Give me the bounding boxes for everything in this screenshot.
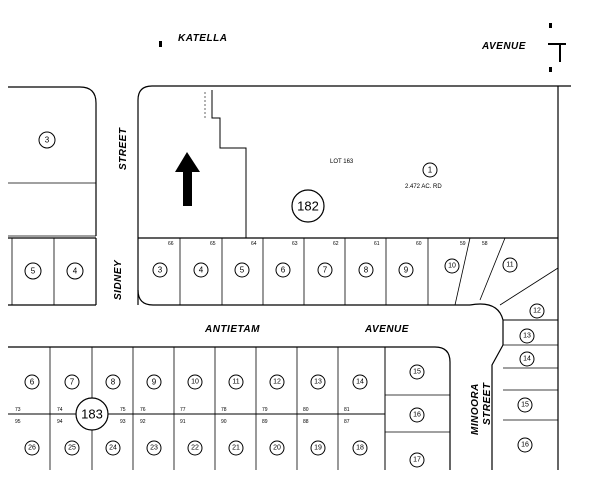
lot-south-22: 22 bbox=[191, 445, 199, 452]
lot-curve-15: 15 bbox=[521, 402, 529, 409]
big-lot-area: 2.472 AC. RD bbox=[405, 184, 442, 190]
label-80: 80 bbox=[303, 407, 309, 413]
lot-mid-3: 3 bbox=[158, 266, 163, 275]
lot-south-6: 6 bbox=[30, 378, 35, 387]
label-62: 62 bbox=[333, 241, 339, 247]
middle-row-lots: 3 4 5 6 7 8 9 10 11 bbox=[152, 257, 518, 278]
north-arrow-icon bbox=[175, 152, 200, 206]
label-93: 93 bbox=[120, 419, 126, 425]
south-bottom-row-lots: 26 25 24 23 22 21 20 19 18 bbox=[24, 440, 368, 456]
lot-mid-4: 4 bbox=[199, 266, 204, 275]
row-top-labels: 66 65 64 63 62 61 60 59 58 bbox=[168, 241, 488, 247]
street-street-right: STREET bbox=[482, 382, 493, 425]
label-61: 61 bbox=[374, 241, 380, 247]
lot-south-13: 13 bbox=[314, 379, 322, 386]
left-row: 5 4 bbox=[8, 237, 97, 306]
label-88: 88 bbox=[303, 419, 309, 425]
label-75: 75 bbox=[120, 407, 126, 413]
lot-south-11: 11 bbox=[232, 379, 239, 386]
lot-south-23: 23 bbox=[150, 445, 158, 452]
tract-183: 183 bbox=[81, 407, 103, 422]
lot-south-9: 9 bbox=[152, 378, 157, 387]
east-column-lots: 15 16 17 bbox=[409, 364, 425, 468]
lot-curve-16: 16 bbox=[521, 442, 529, 449]
big-lot-label: LOT 163 bbox=[330, 159, 354, 165]
lot-mid-8: 8 bbox=[364, 266, 369, 275]
street-antietam: ANTIETAM bbox=[204, 324, 260, 335]
lot-south-8: 8 bbox=[111, 378, 116, 387]
lot-upper-left-3: 3 bbox=[45, 136, 50, 145]
label-58: 58 bbox=[482, 241, 488, 247]
lot-mid-5: 5 bbox=[240, 266, 245, 275]
lot-south-19: 19 bbox=[314, 445, 322, 452]
label-76: 76 bbox=[140, 407, 146, 413]
big-lot-number: 1 bbox=[428, 166, 433, 175]
row-south-labels: 73 74 75 76 77 78 79 80 81 95 94 93 92 9… bbox=[15, 407, 350, 425]
lot-east-15: 15 bbox=[413, 369, 421, 376]
label-64: 64 bbox=[251, 241, 257, 247]
lot-mid-10: 10 bbox=[448, 263, 456, 270]
lot-south-25: 25 bbox=[68, 445, 76, 452]
lot-mid-7: 7 bbox=[323, 266, 328, 275]
south-block: 183 6 7 8 9 10 11 12 13 14 26 25 bbox=[8, 346, 451, 470]
label-60: 60 bbox=[416, 241, 422, 247]
lot-south-21: 21 bbox=[232, 445, 240, 452]
lot-curve-12: 12 bbox=[533, 308, 541, 315]
lot-south-7: 7 bbox=[70, 378, 75, 387]
lot-south-18: 18 bbox=[356, 445, 364, 452]
street-sidney: SIDNEY bbox=[113, 259, 124, 300]
label-92: 92 bbox=[140, 419, 146, 425]
label-79: 79 bbox=[262, 407, 268, 413]
label-77: 77 bbox=[180, 407, 186, 413]
street-street-left: STREET bbox=[118, 127, 129, 170]
right-curve: 12 13 14 15 16 bbox=[491, 303, 558, 470]
south-top-row-lots: 6 7 8 9 10 11 12 13 14 bbox=[24, 374, 368, 390]
label-90: 90 bbox=[221, 419, 227, 425]
label-91: 91 bbox=[180, 419, 186, 425]
label-74: 74 bbox=[57, 407, 63, 413]
lot-south-12: 12 bbox=[273, 379, 281, 386]
lot-curve-13: 13 bbox=[523, 333, 531, 340]
street-avenue-top: AVENUE bbox=[481, 41, 526, 52]
lot-south-24: 24 bbox=[109, 445, 117, 452]
lot-south-10: 10 bbox=[191, 379, 199, 386]
label-87: 87 bbox=[344, 419, 350, 425]
middle-row: 3 4 5 6 7 8 9 10 11 66 65 64 63 62 61 60 bbox=[137, 237, 559, 470]
tract-182: 182 bbox=[297, 199, 319, 214]
lot-east-17: 17 bbox=[413, 457, 421, 464]
lot-south-14: 14 bbox=[356, 379, 364, 386]
street-katella: KATELLA bbox=[178, 33, 227, 44]
lot-mid-6: 6 bbox=[281, 266, 286, 275]
north-block: 182 LOT 163 1 2.472 AC. RD bbox=[137, 85, 571, 305]
label-81: 81 bbox=[344, 407, 350, 413]
label-73: 73 bbox=[15, 407, 21, 413]
label-63: 63 bbox=[292, 241, 298, 247]
label-59: 59 bbox=[460, 241, 466, 247]
lot-east-16: 16 bbox=[413, 412, 421, 419]
label-65: 65 bbox=[210, 241, 216, 247]
label-78: 78 bbox=[221, 407, 227, 413]
street-avenue-mid: AVENUE bbox=[364, 324, 409, 335]
lot-south-26: 26 bbox=[28, 445, 36, 452]
lot-left-5: 5 bbox=[31, 267, 36, 276]
label-94: 94 bbox=[57, 419, 63, 425]
label-95: 95 bbox=[15, 419, 21, 425]
lot-mid-11: 11 bbox=[506, 262, 513, 269]
label-66: 66 bbox=[168, 241, 174, 247]
street-minoora: MINOORA bbox=[470, 383, 481, 435]
upper-left-block: 3 bbox=[8, 86, 97, 237]
label-89: 89 bbox=[262, 419, 268, 425]
corner-bracket-icon bbox=[159, 23, 566, 72]
lot-south-20: 20 bbox=[273, 445, 281, 452]
lot-left-4: 4 bbox=[73, 267, 78, 276]
lot-curve-14: 14 bbox=[523, 356, 531, 363]
lot-mid-9: 9 bbox=[404, 266, 409, 275]
